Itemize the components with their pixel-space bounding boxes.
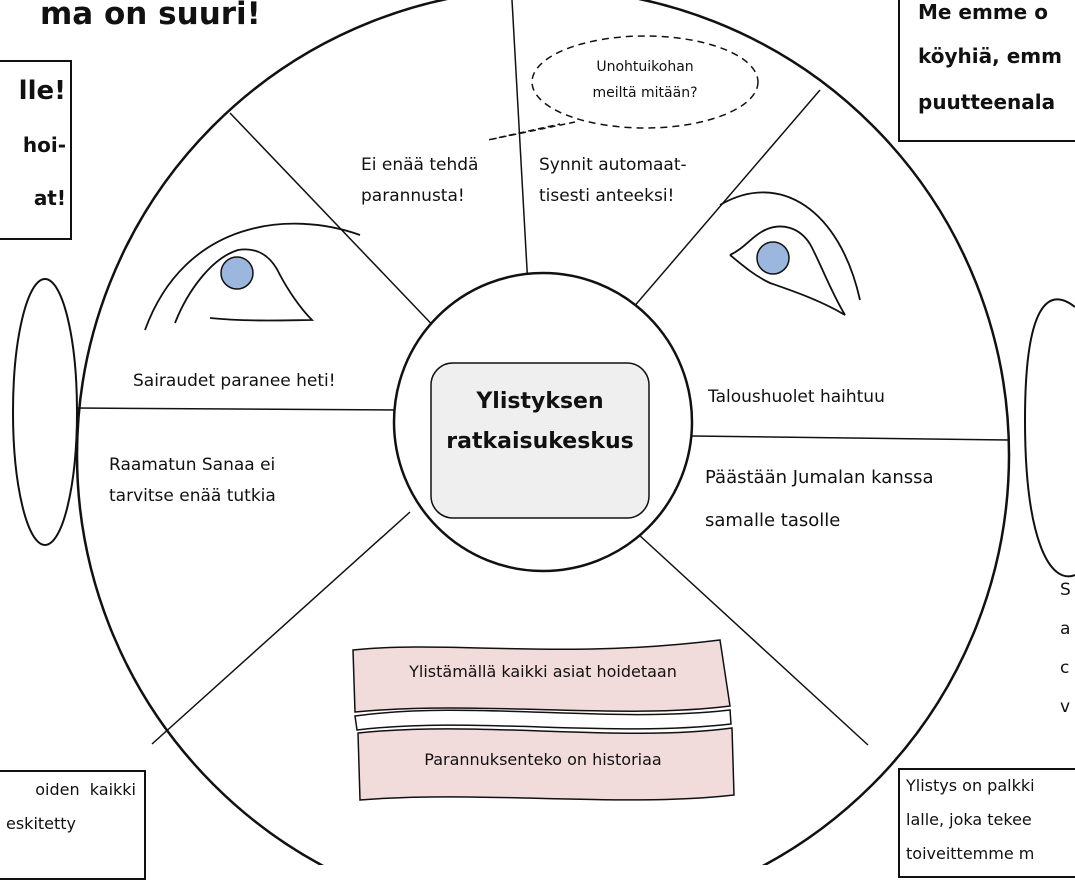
bottom-right-callout-box: Ylistys on palkki lalle, joka tekee toiv…	[898, 768, 1075, 878]
hub-title: Ylistyksen ratkaisukeskus	[432, 382, 648, 462]
spoke-upper-right	[613, 89, 821, 331]
segment-left-lower-line-1: Raamatun Sanaa ei	[109, 455, 276, 475]
banner-middle-band	[354, 709, 732, 731]
right-callout-line-1: Me emme o	[918, 0, 1048, 24]
banner-top-ribbon	[352, 639, 731, 713]
spoke-lower-left	[151, 511, 411, 745]
segment-top-right-line-2: tisesti anteeksi!	[539, 186, 675, 206]
banner-top-text: Ylistämällä kaikki asiat hoidetaan	[409, 662, 677, 681]
left-callout-line-1: lle!	[18, 76, 66, 106]
right-side-letter-4: v	[1060, 697, 1071, 717]
bottom-right-callout-line-3: toiveittemme m	[906, 844, 1035, 863]
header-title-fragment: ma on suuri!	[40, 0, 261, 32]
bottom-right-callout-line-2: lalle, joka tekee	[906, 810, 1032, 829]
segment-top-left-line-2: parannusta!	[361, 186, 465, 206]
left-eye-lid	[174, 248, 315, 324]
hub-title-line-1: Ylistyksen	[476, 389, 604, 414]
left-callout-line-2: hoi-	[22, 133, 66, 157]
left-eyebrow	[144, 222, 361, 331]
right-callout-line-2: köyhiä, emm	[918, 44, 1062, 68]
right-callout-box: Me emme o köyhiä, emm puutteenala	[898, 0, 1075, 142]
segment-right-lower-line-1: Päästään Jumalan kanssa	[705, 467, 934, 488]
spoke-upper-left	[229, 112, 444, 337]
right-eyebrow	[719, 191, 861, 301]
right-iris	[756, 241, 790, 275]
bottom-left-callout-line-2: eskitetty	[6, 814, 77, 833]
thought-bubble-text: Unohtuikohan meiltä mitään?	[560, 54, 730, 106]
segment-right-lower-line-2: samalle tasolle	[705, 510, 841, 531]
right-ear	[1023, 298, 1075, 578]
thought-bubble-line-2: meiltä mitään?	[592, 85, 698, 101]
spoke-top	[511, 0, 530, 306]
hub-rounded-box	[430, 362, 650, 519]
spoke-lower-right	[637, 533, 869, 746]
right-side-letter-3: c	[1060, 658, 1070, 678]
right-eye-lid	[729, 225, 846, 316]
segment-left-upper: Sairaudet paranee heti!	[133, 371, 336, 391]
banner-bottom-text: Parannuksenteko on historiaa	[424, 750, 662, 769]
segment-top-right-line-1: Synnit automaat-	[539, 155, 687, 175]
left-iris	[220, 256, 254, 290]
hub-title-line-2: ratkaisukeskus	[446, 429, 634, 454]
right-side-letter-2: a	[1060, 619, 1071, 639]
spoke-right	[691, 435, 1009, 441]
left-callout-box: lle! hoi- at!	[0, 60, 72, 240]
right-side-letter-1: S	[1060, 580, 1071, 600]
segment-right-upper: Taloushuolet haihtuu	[708, 387, 885, 407]
left-ear	[12, 278, 78, 546]
segment-top-left-line-1: Ei enää tehdä	[361, 155, 479, 175]
bottom-left-callout-box: oiden kaikki eskitetty	[0, 770, 146, 880]
right-callout-line-3: puutteenala	[918, 90, 1056, 114]
thought-bubble	[531, 35, 759, 129]
banner-bottom-ribbon	[357, 727, 735, 801]
bottom-left-callout-line-1: oiden kaikki	[35, 780, 136, 799]
spoke-left	[75, 407, 402, 411]
segment-left-lower-line-2: tarvitse enää tutkia	[109, 486, 276, 506]
bottom-right-callout-line-1: Ylistys on palkki	[906, 776, 1035, 795]
thought-bubble-line-1: Unohtuikohan	[596, 59, 694, 75]
left-callout-line-3: at!	[33, 186, 66, 210]
